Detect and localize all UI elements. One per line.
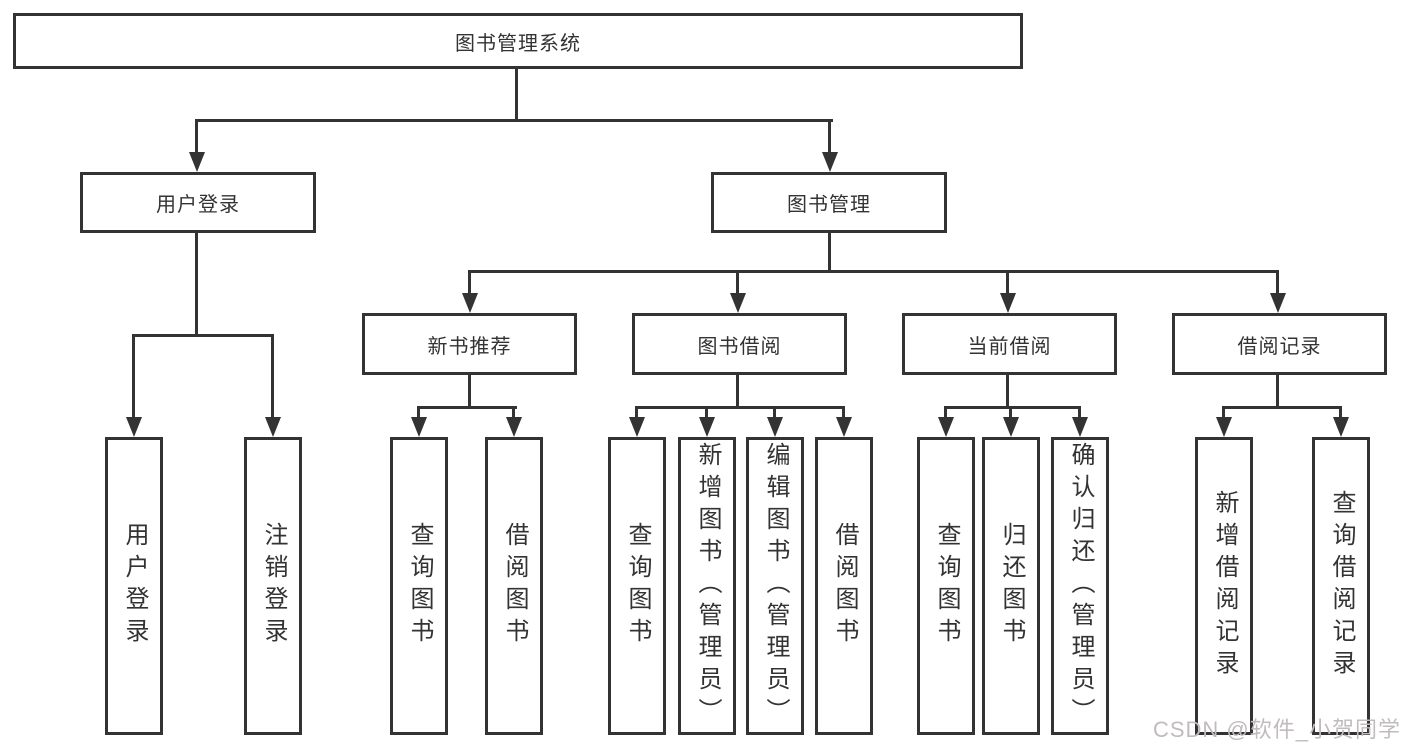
node-borrowing-records-label: 借阅记录 bbox=[1237, 335, 1322, 358]
leaf-borrowing-edit-books-admin: 编辑图书（管理员） bbox=[746, 437, 804, 735]
leaf-user-login-label: 用户登录 bbox=[121, 522, 148, 650]
leaf-recommend-query-books: 查询图书 bbox=[390, 437, 448, 735]
leaf-recommend-borrow-books: 借阅图书 bbox=[485, 437, 543, 735]
leaf-records-add-record-label: 新增借阅记录 bbox=[1211, 490, 1238, 682]
arrowhead-icon bbox=[767, 417, 783, 437]
node-user-login-label: 用户登录 bbox=[156, 194, 240, 216]
leaf-borrowing-borrow-books-label: 借阅图书 bbox=[831, 522, 858, 650]
arrowhead-icon bbox=[126, 417, 142, 437]
connector-vline bbox=[512, 407, 515, 418]
connector-vline bbox=[468, 271, 471, 295]
connector-vline bbox=[1078, 407, 1081, 418]
arrowhead-icon bbox=[265, 417, 281, 437]
connector-vline bbox=[705, 407, 708, 418]
node-current-borrowing-label: 当前借阅 bbox=[967, 335, 1052, 358]
leaf-records-add-record: 新增借阅记录 bbox=[1195, 437, 1253, 735]
node-borrowing-records: 借阅记录 bbox=[1172, 313, 1387, 375]
connector-hline bbox=[195, 119, 833, 122]
leaf-current-query-books: 查询图书 bbox=[917, 437, 975, 735]
arrowhead-icon bbox=[189, 152, 205, 172]
leaf-current-return-books-label: 归还图书 bbox=[998, 522, 1025, 650]
arrowhead-icon bbox=[1270, 293, 1286, 313]
connector-vline bbox=[1006, 271, 1009, 295]
csdn-watermark: CSDN @软件_小贺同学 bbox=[1152, 717, 1401, 742]
connector-vline bbox=[1276, 375, 1279, 408]
node-book-management-label: 图书管理 bbox=[787, 194, 871, 216]
leaf-borrowing-query-books: 查询图书 bbox=[608, 437, 666, 735]
leaf-user-login: 用户登录 bbox=[105, 437, 163, 735]
connector-vline bbox=[195, 120, 198, 154]
arrowhead-icon bbox=[938, 417, 954, 437]
leaf-borrowing-edit-books-admin-label: 编辑图书（管理员） bbox=[762, 442, 789, 730]
arrowhead-icon bbox=[411, 417, 427, 437]
connector-vline bbox=[1276, 271, 1279, 295]
arrowhead-icon bbox=[462, 293, 478, 313]
connector-vline bbox=[828, 233, 831, 273]
connector-vline bbox=[1222, 407, 1225, 418]
connector-vline bbox=[515, 69, 518, 121]
connector-hline bbox=[635, 406, 845, 409]
leaf-borrowing-borrow-books: 借阅图书 bbox=[815, 437, 873, 735]
connector-vline bbox=[635, 407, 638, 418]
arrowhead-icon bbox=[1072, 417, 1088, 437]
connector-hline bbox=[1222, 406, 1342, 409]
connector-vline bbox=[944, 407, 947, 418]
arrowhead-icon bbox=[822, 152, 838, 172]
arrowhead-icon bbox=[836, 417, 852, 437]
node-current-borrowing: 当前借阅 bbox=[902, 313, 1117, 375]
connector-hline bbox=[468, 270, 1279, 273]
leaf-current-confirm-return-admin-label: 确认归还（管理员） bbox=[1067, 442, 1094, 730]
connector-hline bbox=[132, 334, 274, 337]
connector-vline bbox=[736, 375, 739, 408]
arrowhead-icon bbox=[1333, 417, 1349, 437]
leaf-recommend-borrow-books-label: 借阅图书 bbox=[501, 522, 528, 650]
connector-vline bbox=[468, 375, 471, 408]
leaf-records-query-record: 查询借阅记录 bbox=[1312, 437, 1370, 735]
leaf-records-query-record-label: 查询借阅记录 bbox=[1328, 490, 1355, 682]
leaf-current-return-books: 归还图书 bbox=[982, 437, 1040, 735]
connector-hline bbox=[944, 406, 1081, 409]
connector-vline bbox=[195, 233, 198, 337]
leaf-current-query-books-label: 查询图书 bbox=[933, 522, 960, 650]
arrowhead-icon bbox=[1003, 417, 1019, 437]
connector-vline bbox=[842, 407, 845, 418]
node-root: 图书管理系统 bbox=[13, 13, 1023, 69]
leaf-borrowing-query-books-label: 查询图书 bbox=[624, 522, 651, 650]
connector-vline bbox=[828, 120, 831, 154]
node-book-borrowing-label: 图书借阅 bbox=[697, 335, 782, 358]
connector-vline bbox=[736, 271, 739, 295]
leaf-borrowing-add-books-admin-label: 新增图书（管理员） bbox=[694, 442, 721, 730]
node-book-management: 图书管理 bbox=[711, 172, 947, 233]
arrowhead-icon bbox=[1216, 417, 1232, 437]
arrowhead-icon bbox=[506, 417, 522, 437]
node-new-book-recommend-label: 新书推荐 bbox=[427, 335, 512, 358]
arrowhead-icon bbox=[730, 293, 746, 313]
leaf-current-confirm-return-admin: 确认归还（管理员） bbox=[1051, 437, 1109, 735]
leaf-logout: 注销登录 bbox=[244, 437, 302, 735]
arrowhead-icon bbox=[1000, 293, 1016, 313]
connector-vline bbox=[132, 335, 135, 418]
connector-hline bbox=[417, 406, 517, 409]
connector-vline bbox=[271, 335, 274, 418]
connector-vline bbox=[417, 407, 420, 418]
connector-vline bbox=[1009, 407, 1012, 418]
leaf-logout-label: 注销登录 bbox=[260, 522, 287, 650]
leaf-borrowing-add-books-admin: 新增图书（管理员） bbox=[678, 437, 736, 735]
leaf-recommend-query-books-label: 查询图书 bbox=[406, 522, 433, 650]
node-new-book-recommend: 新书推荐 bbox=[362, 313, 577, 375]
node-root-label: 图书管理系统 bbox=[455, 32, 581, 55]
node-book-borrowing: 图书借阅 bbox=[632, 313, 847, 375]
arrowhead-icon bbox=[629, 417, 645, 437]
connector-vline bbox=[1006, 375, 1009, 408]
connector-vline bbox=[1339, 407, 1342, 418]
node-user-login: 用户登录 bbox=[80, 172, 316, 233]
connector-vline bbox=[773, 407, 776, 418]
arrowhead-icon bbox=[699, 417, 715, 437]
